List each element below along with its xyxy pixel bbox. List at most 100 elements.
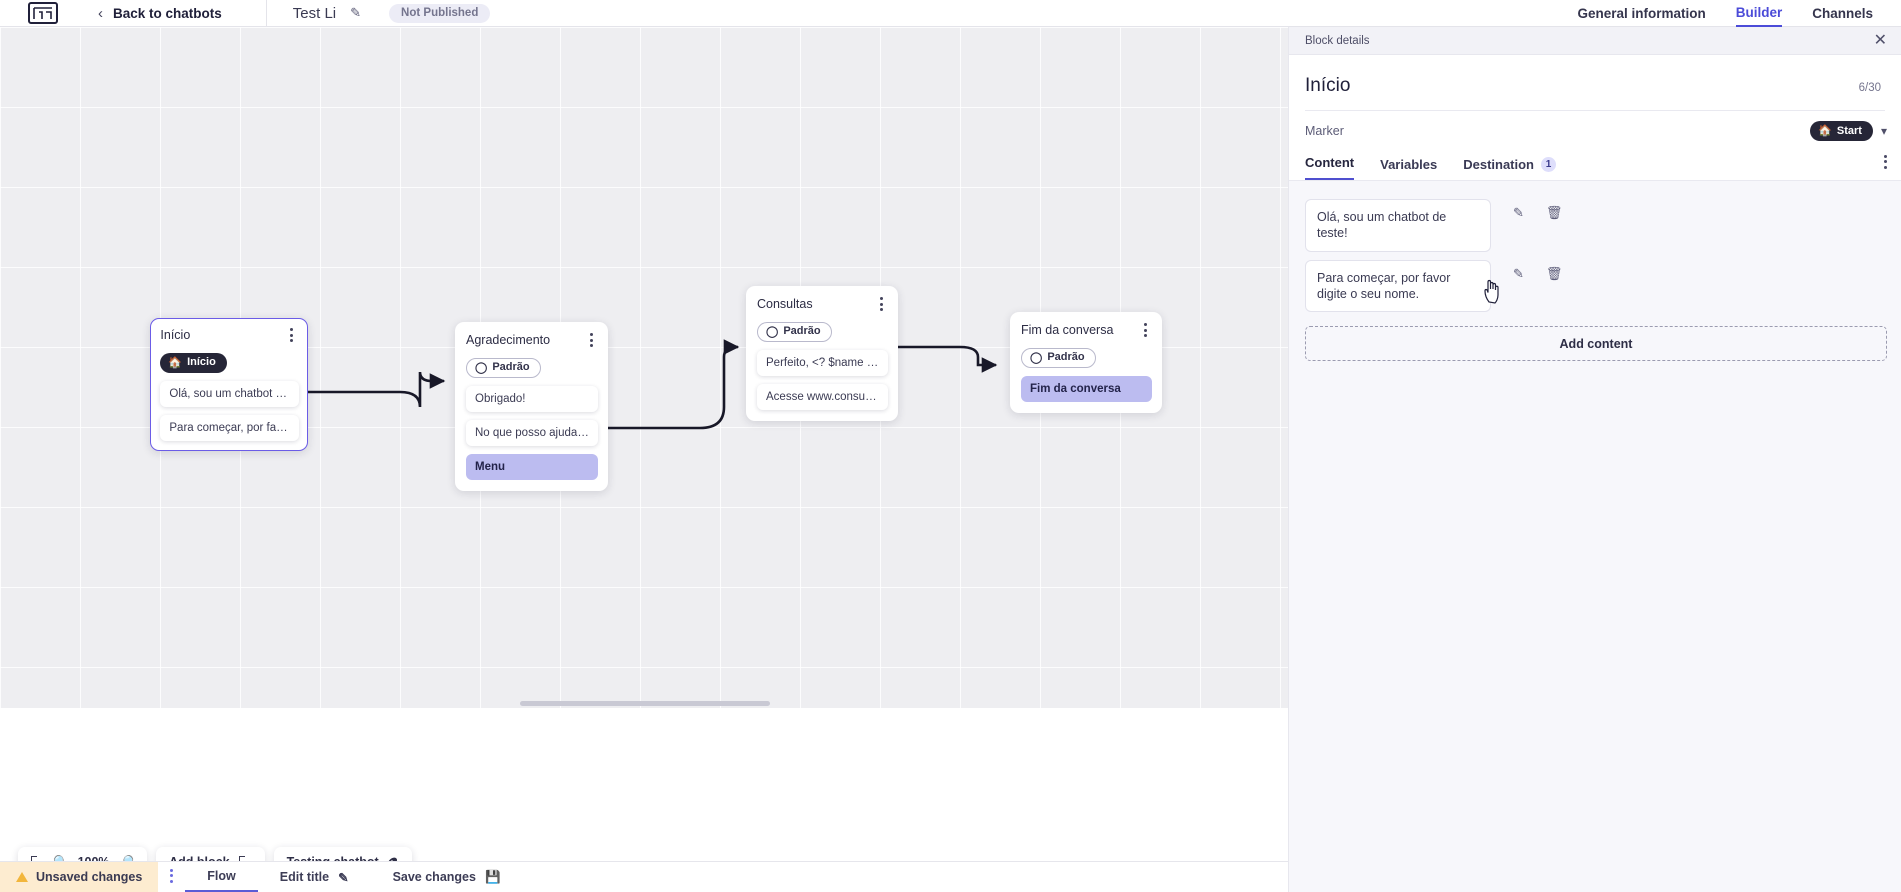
edit-title-button[interactable]: Edit title ✎ bbox=[258, 862, 371, 892]
horizontal-scrollbar[interactable] bbox=[520, 701, 770, 706]
flow-node-agradecimento[interactable]: Agradecimento ◯ Padrão Obrigado! No que … bbox=[455, 322, 608, 491]
node-tag-label: Início bbox=[187, 356, 216, 369]
tab-builder[interactable]: Builder bbox=[1735, 0, 1783, 27]
pointing-hand-cursor bbox=[1484, 279, 1499, 304]
panel-tabs-rule bbox=[1289, 180, 1901, 181]
panel-tabs-kebab-icon[interactable] bbox=[1884, 154, 1887, 172]
node-row[interactable]: Perfeito, <? $name ?>! bbox=[757, 349, 888, 376]
panel-divider bbox=[1305, 110, 1885, 111]
node-tag-label: Padrão bbox=[783, 325, 821, 337]
tab-destination[interactable]: Destination 1 bbox=[1463, 157, 1557, 180]
close-icon[interactable]: ✕ bbox=[1873, 31, 1887, 49]
node-menu-kebab-icon[interactable] bbox=[1138, 323, 1152, 340]
save-changes-label: Save changes bbox=[392, 870, 476, 884]
chevron-down-icon[interactable]: ▾ bbox=[1880, 124, 1887, 138]
app-logo-icon[interactable] bbox=[28, 2, 58, 24]
warning-triangle-icon bbox=[16, 872, 28, 882]
tab-destination-label: Destination bbox=[1463, 157, 1535, 172]
unsaved-changes-badge: Unsaved changes bbox=[0, 862, 159, 892]
panel-header-title: Block details bbox=[1305, 34, 1370, 47]
node-tag-default: ◯ Padrão bbox=[466, 357, 541, 378]
pencil-icon[interactable]: ✎ bbox=[1513, 265, 1524, 281]
node-header: Fim da conversa bbox=[1021, 323, 1152, 340]
node-row-menu[interactable]: Menu bbox=[466, 453, 598, 480]
save-disk-icon: 💾 bbox=[484, 869, 501, 884]
node-row-fim[interactable]: Fim da conversa bbox=[1021, 375, 1152, 402]
content-actions: ✎ 🗑 bbox=[1513, 199, 1562, 221]
bottom-status-bar: Unsaved changes Flow Edit title ✎ Save c… bbox=[0, 861, 1288, 892]
content-actions: ✎ 🗑 bbox=[1513, 260, 1562, 282]
topbar-divider bbox=[265, 0, 267, 27]
flow-node-inicio[interactable]: Início 🏠 Início Olá, sou um chatbot de t… bbox=[150, 318, 308, 452]
content-list: Olá, sou um chatbot de teste! ✎ 🗑 Para c… bbox=[1289, 181, 1901, 312]
pencil-icon[interactable]: ✎ bbox=[350, 5, 362, 20]
panel-body: Início 6/30 Marker 🏠 Start ▾ Content Var… bbox=[1289, 55, 1901, 181]
tab-content[interactable]: Content bbox=[1305, 155, 1355, 180]
node-title: Consultas bbox=[757, 297, 813, 311]
marker-label: Marker bbox=[1305, 124, 1344, 138]
node-title: Fim da conversa bbox=[1021, 323, 1114, 337]
panel-header: Block details ✕ bbox=[1289, 27, 1901, 55]
marker-row: Marker 🏠 Start ▾ bbox=[1289, 111, 1901, 141]
content-item: Olá, sou um chatbot de teste! ✎ 🗑 bbox=[1305, 199, 1887, 252]
node-menu-kebab-icon[interactable] bbox=[285, 328, 299, 345]
content-text[interactable]: Olá, sou um chatbot de teste! bbox=[1305, 199, 1491, 252]
home-icon: 🏠 bbox=[1818, 125, 1832, 137]
main-tabs: General information Builder Channels bbox=[1577, 0, 1873, 27]
panel-title-row: Início 6/30 bbox=[1289, 55, 1901, 97]
tag-icon: ◯ bbox=[766, 325, 779, 338]
statusbar-tab-flow[interactable]: Flow bbox=[185, 862, 258, 892]
trash-icon[interactable]: 🗑 bbox=[1545, 265, 1563, 281]
flow-canvas[interactable]: Início 🏠 Início Olá, sou um chatbot de t… bbox=[0, 27, 1288, 708]
tab-general-information[interactable]: General information bbox=[1577, 6, 1706, 21]
marker-select[interactable]: 🏠 Start ▾ bbox=[1810, 121, 1887, 141]
unsaved-changes-label: Unsaved changes bbox=[36, 870, 143, 884]
node-row[interactable]: Acesse www.consultas.com par... bbox=[757, 383, 888, 410]
node-row[interactable]: Olá, sou um chatbot de teste! bbox=[160, 380, 299, 407]
tag-icon: ◯ bbox=[475, 361, 488, 374]
block-name: Início bbox=[1305, 75, 1351, 96]
tab-variables[interactable]: Variables bbox=[1380, 157, 1437, 180]
marker-value: Start bbox=[1836, 124, 1862, 137]
home-icon: 🏠 bbox=[168, 356, 183, 369]
node-tag-default: ◯ Padrão bbox=[1021, 347, 1096, 368]
flow-node-fim-da-conversa[interactable]: Fim da conversa ◯ Padrão Fim da conversa bbox=[1010, 312, 1162, 413]
node-header: Início bbox=[160, 328, 298, 345]
node-header: Agradecimento bbox=[466, 333, 598, 350]
panel-tabs: Content Variables Destination 1 bbox=[1289, 141, 1901, 180]
node-title: Início bbox=[160, 328, 191, 343]
node-tag-default: ◯ Padrão bbox=[757, 321, 832, 342]
node-menu-kebab-icon[interactable] bbox=[874, 297, 888, 314]
publish-status-badge: Not Published bbox=[389, 3, 491, 23]
node-menu-kebab-icon[interactable] bbox=[584, 333, 598, 350]
node-header: Consultas bbox=[757, 297, 888, 314]
char-count: 6/30 bbox=[1858, 82, 1881, 94]
flow-node-consultas[interactable]: Consultas ◯ Padrão Perfeito, <? $name ?>… bbox=[746, 286, 898, 421]
node-row[interactable]: No que posso ajudar, <? $name ... bbox=[466, 419, 598, 446]
back-to-chatbots-link[interactable]: Back to chatbots bbox=[113, 5, 222, 21]
content-text[interactable]: Para começar, por favor digite o seu nom… bbox=[1305, 259, 1491, 312]
node-tag-label: Padrão bbox=[492, 361, 530, 373]
chevron-left-icon[interactable]: ‹ bbox=[98, 4, 103, 22]
tab-channels[interactable]: Channels bbox=[1812, 6, 1873, 21]
tag-icon: ◯ bbox=[1030, 351, 1043, 364]
node-row[interactable]: Obrigado! bbox=[466, 385, 598, 412]
chatbot-title: Test Li bbox=[292, 4, 337, 22]
node-tag-label: Padrão bbox=[1047, 351, 1085, 363]
add-content-button[interactable]: Add content bbox=[1305, 326, 1887, 361]
tab-variables-label: Variables bbox=[1380, 157, 1438, 172]
save-changes-button[interactable]: Save changes 💾 bbox=[371, 862, 523, 892]
statusbar-kebab-icon[interactable] bbox=[158, 862, 185, 892]
destination-count-badge: 1 bbox=[1541, 157, 1557, 172]
top-bar: ‹ Back to chatbots Test Li ✎ Not Publish… bbox=[0, 0, 1901, 27]
node-title: Agradecimento bbox=[466, 333, 551, 347]
tab-content-label: Content bbox=[1305, 155, 1355, 170]
pencil-icon: ✎ bbox=[338, 870, 349, 885]
node-row[interactable]: Para começar, por favor digite o ... bbox=[160, 414, 299, 441]
node-tag-start: 🏠 Início bbox=[160, 352, 227, 373]
block-details-panel: Block details ✕ Início 6/30 Marker 🏠 Sta… bbox=[1288, 27, 1901, 892]
content-item: Para começar, por favor digite o seu nom… bbox=[1305, 259, 1887, 312]
trash-icon[interactable]: 🗑 bbox=[1545, 205, 1563, 220]
edit-title-label: Edit title bbox=[279, 870, 330, 884]
pencil-icon[interactable]: ✎ bbox=[1513, 205, 1524, 220]
